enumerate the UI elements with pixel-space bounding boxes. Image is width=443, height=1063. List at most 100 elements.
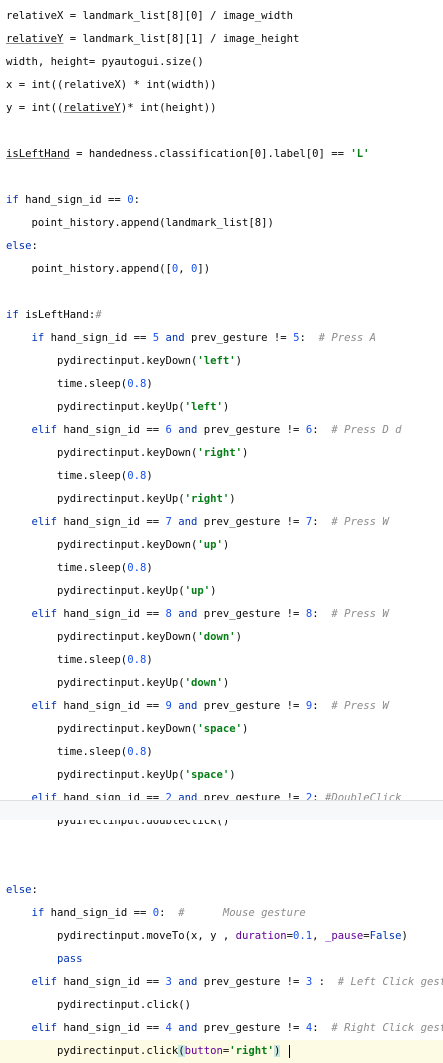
code-token: hand_sign_id ==	[57, 976, 166, 988]
code-line[interactable]: pydirectinput.keyUp('up')	[0, 580, 443, 603]
code-token: pydirectinput.keyUp(	[6, 401, 185, 413]
code-token: hand_sign_id ==	[18, 194, 128, 206]
code-token: pydirectinput.keyUp(	[6, 769, 185, 781]
code-text: time.sleep(0.8)	[6, 465, 153, 488]
code-text: width, height= pyautogui.size()	[6, 51, 204, 74]
code-line[interactable]: point_history.append([0, 0])	[0, 258, 443, 281]
code-text: relativeX = landmark_list[8][0] / image_…	[6, 5, 293, 28]
code-token: 'down'	[197, 631, 236, 643]
code-token: relativeY	[6, 33, 64, 45]
code-token: 6	[305, 424, 313, 436]
code-text: time.sleep(0.8)	[6, 649, 153, 672]
code-line[interactable]: if hand_sign_id == 5 and prev_gesture !=…	[0, 327, 443, 350]
code-line[interactable]: elif hand_sign_id == 3 and prev_gesture …	[0, 971, 443, 994]
code-text: isLeftHand = handedness.classification[0…	[6, 143, 370, 166]
code-token: :	[133, 194, 140, 206]
code-token: )	[235, 631, 243, 643]
code-token: # Left Click gesture	[337, 976, 443, 988]
code-line[interactable]: pydirectinput.moveTo(x, y , duration=0.1…	[0, 925, 443, 948]
code-token: elif	[31, 516, 58, 528]
code-token: 0.8	[127, 654, 147, 666]
code-text: pass	[6, 948, 83, 971]
code-line[interactable]: x = int((relativeX) * int(width))	[0, 74, 443, 97]
code-token: :	[312, 976, 338, 988]
code-line[interactable]: point_history.append(landmark_list[8])	[0, 212, 443, 235]
code-token: width, height= pyautogui.size()	[6, 56, 204, 68]
code-token: False	[369, 930, 402, 942]
code-line[interactable]	[0, 120, 443, 143]
code-line[interactable]: if hand_sign_id == 0:	[0, 189, 443, 212]
code-token: prev_gesture !=	[197, 700, 306, 712]
code-token	[6, 424, 32, 436]
code-line[interactable]: elif hand_sign_id == 6 and prev_gesture …	[0, 419, 443, 442]
code-token: ,	[178, 263, 191, 275]
code-line[interactable]: width, height= pyautogui.size()	[0, 51, 443, 74]
code-token: and	[178, 1022, 198, 1034]
code-line[interactable]: y = int((relativeY)* int(height))	[0, 97, 443, 120]
code-token: 'right'	[197, 447, 242, 459]
code-token: pydirectinput.keyDown(	[6, 355, 198, 367]
code-text: point_history.append(landmark_list[8])	[6, 212, 274, 235]
code-token: 9	[165, 700, 172, 712]
code-token: 'down'	[184, 677, 223, 689]
code-token: 0.1	[293, 930, 313, 942]
code-line[interactable]: pydirectinput.click(button='right')	[0, 1040, 443, 1063]
code-token: relativeX = landmark_list[8][0] / image_…	[6, 10, 294, 22]
code-line[interactable]: relativeY = landmark_list[8][1] / image_…	[0, 28, 443, 51]
code-line[interactable]: else:	[0, 235, 443, 258]
code-line[interactable]: pydirectinput.keyDown('space')	[0, 718, 443, 741]
code-line[interactable]: time.sleep(0.8)	[0, 465, 443, 488]
code-token: 5	[293, 332, 300, 344]
code-line[interactable]: pydirectinput.keyUp('space')	[0, 764, 443, 787]
code-token: )	[146, 746, 153, 758]
code-line[interactable]: elif hand_sign_id == 4 and prev_gesture …	[0, 1017, 443, 1040]
code-line[interactable]: time.sleep(0.8)	[0, 557, 443, 580]
code-text: elif hand_sign_id == 9 and prev_gesture …	[6, 695, 389, 718]
code-line[interactable]	[0, 166, 443, 189]
code-token: :	[31, 884, 38, 896]
code-line[interactable]: pydirectinput.keyUp('right')	[0, 488, 443, 511]
code-line[interactable]: else:	[0, 879, 443, 902]
code-token: 0	[190, 263, 198, 275]
code-line[interactable]: pydirectinput.keyUp('left')	[0, 396, 443, 419]
code-token: :	[312, 608, 332, 620]
code-line[interactable]: time.sleep(0.8)	[0, 741, 443, 764]
code-line[interactable]: pydirectinput.keyDown('up')	[0, 534, 443, 557]
code-line[interactable]: pydirectinput.keyUp('down')	[0, 672, 443, 695]
code-token: ])	[197, 263, 211, 275]
code-text: pydirectinput.click()	[6, 994, 191, 1017]
code-token	[6, 907, 32, 919]
code-line[interactable]: pass	[0, 948, 443, 971]
code-line[interactable]: if isLeftHand:#	[0, 304, 443, 327]
code-line[interactable]: elif hand_sign_id == 9 and prev_gesture …	[0, 695, 443, 718]
code-line[interactable]: elif hand_sign_id == 7 and prev_gesture …	[0, 511, 443, 534]
code-token: 'right'	[184, 493, 230, 505]
code-line[interactable]: if hand_sign_id == 0: # Mouse gesture	[0, 902, 443, 925]
code-token: elif	[31, 1022, 58, 1034]
code-token: elif	[31, 976, 58, 988]
code-line[interactable]: pydirectinput.keyDown('left')	[0, 350, 443, 373]
code-token: )	[146, 378, 153, 390]
code-line[interactable]: elif hand_sign_id == 8 and prev_gesture …	[0, 603, 443, 626]
code-token: elif	[31, 700, 58, 712]
code-token: hand_sign_id ==	[44, 907, 153, 919]
code-token: and	[178, 516, 198, 528]
code-line[interactable]	[0, 833, 443, 856]
code-token: 'space'	[197, 723, 242, 735]
code-token: 6	[165, 424, 172, 436]
code-line[interactable]: pydirectinput.click()	[0, 994, 443, 1017]
code-line[interactable]	[0, 281, 443, 304]
code-line[interactable]: pydirectinput.keyDown('right')	[0, 442, 443, 465]
code-line[interactable]: time.sleep(0.8)	[0, 649, 443, 672]
code-text: elif hand_sign_id == 7 and prev_gesture …	[6, 511, 389, 534]
code-line[interactable]	[0, 856, 443, 879]
code-line[interactable]: time.sleep(0.8)	[0, 373, 443, 396]
code-line[interactable]: relativeX = landmark_list[8][0] / image_…	[0, 5, 443, 28]
code-token: )	[242, 723, 249, 735]
code-line[interactable]: isLeftHand = handedness.classification[0…	[0, 143, 443, 166]
code-token: # Press W	[331, 608, 389, 620]
code-text: time.sleep(0.8)	[6, 373, 153, 396]
code-line[interactable]: pydirectinput.keyDown('down')	[0, 626, 443, 649]
code-token	[280, 1045, 286, 1057]
